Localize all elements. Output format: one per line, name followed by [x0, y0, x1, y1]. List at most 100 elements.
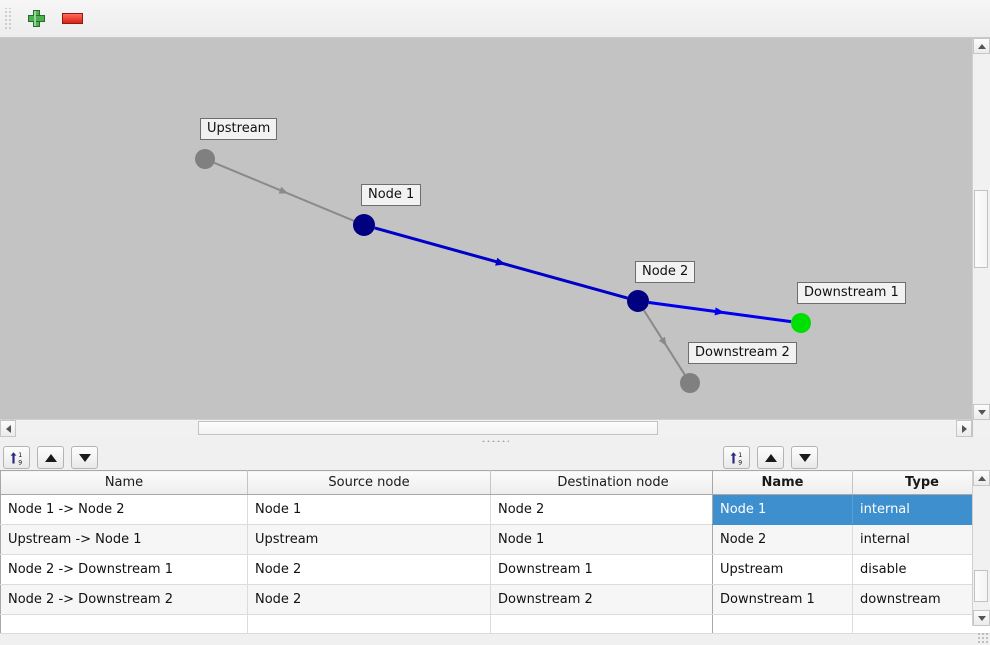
table-cell[interactable]: Node 1 -> Node 2 [0, 494, 248, 525]
table-cell[interactable]: internal [852, 524, 990, 555]
edge-arrowhead [714, 307, 725, 316]
horizontal-splitter[interactable] [0, 437, 990, 444]
chevron-left-icon [5, 424, 11, 433]
node-label-node2[interactable]: Node 2 [635, 261, 696, 283]
table-cell[interactable]: Node 2 [247, 584, 491, 615]
canvas-vertical-scrollbar[interactable] [972, 38, 990, 420]
edges-move-up-button[interactable] [37, 446, 64, 469]
graph-node-downstream2[interactable] [680, 373, 700, 393]
chevron-up-icon [977, 475, 986, 481]
table-cell[interactable]: Node 2 [712, 524, 853, 555]
canvas-vscroll-thumb[interactable] [974, 190, 988, 268]
canvas-horizontal-scrollbar[interactable] [0, 419, 972, 437]
table-cell[interactable]: Node 2 -> Downstream 2 [0, 584, 248, 615]
column-header[interactable]: Name [0, 470, 248, 495]
table-cell[interactable]: disable [852, 554, 990, 585]
table-cell-empty [247, 614, 491, 634]
table-cell[interactable]: Node 2 -> Downstream 1 [0, 554, 248, 585]
table-cell[interactable]: Upstream [712, 554, 853, 585]
edges-sort-button[interactable]: 1 9 [3, 446, 30, 469]
main-toolbar [0, 0, 990, 38]
table-cell[interactable]: Downstream 1 [490, 554, 736, 585]
table-cell[interactable]: Downstream 1 [712, 584, 853, 615]
node-label-downstream1[interactable]: Downstream 1 [797, 282, 906, 304]
table-cell-empty [852, 614, 990, 634]
table-cell[interactable]: Node 2 [490, 494, 736, 525]
table-cell[interactable]: Upstream -> Node 1 [0, 524, 248, 555]
node-label-upstream[interactable]: Upstream [200, 118, 278, 140]
graph-node-upstream[interactable] [195, 149, 215, 169]
add-node-button[interactable] [18, 3, 54, 35]
edges-panel-toolbar: 1 9 [0, 444, 710, 470]
edges-move-down-button[interactable] [71, 446, 98, 469]
table-cell-empty [490, 614, 736, 634]
triangle-up-icon [44, 453, 57, 462]
node-label-node1[interactable]: Node 1 [361, 184, 422, 206]
chevron-down-icon [977, 409, 986, 415]
table-cell[interactable]: Node 1 [490, 524, 736, 555]
table-cell[interactable]: Node 2 [247, 554, 491, 585]
chevron-right-icon [961, 424, 967, 433]
graph-node-downstream1[interactable] [791, 313, 811, 333]
nodes-scroll-up-button[interactable] [973, 470, 990, 486]
svg-text:9: 9 [18, 459, 22, 466]
table-cell[interactable]: internal [852, 494, 990, 525]
table-cell[interactable]: Downstream 2 [490, 584, 736, 615]
edge-arrowhead [278, 186, 289, 194]
graph-node-node1[interactable] [353, 214, 375, 236]
column-header[interactable]: Name [712, 470, 853, 495]
svg-text:1: 1 [738, 452, 742, 459]
edge-arrowhead [495, 257, 506, 266]
table-cell-empty [0, 614, 248, 634]
scroll-up-button[interactable] [973, 38, 990, 54]
column-header[interactable]: Type [852, 470, 990, 495]
sort-ascending-icon: 1 9 [10, 451, 22, 466]
minus-icon [61, 13, 83, 24]
table-cell[interactable]: Node 1 [247, 494, 491, 525]
chevron-up-icon [977, 43, 986, 49]
nodes-vertical-scrollbar[interactable] [972, 470, 990, 626]
nodes-scroll-down-button[interactable] [973, 610, 990, 626]
graph-node-node2[interactable] [627, 290, 649, 312]
scroll-right-button[interactable] [956, 420, 972, 437]
toolbar-drag-handle[interactable] [3, 7, 13, 30]
canvas-hscroll-thumb[interactable] [198, 421, 658, 435]
triangle-down-icon [798, 453, 811, 462]
table-cell[interactable]: downstream [852, 584, 990, 615]
nodes-move-up-button[interactable] [757, 446, 784, 469]
nodes-move-down-button[interactable] [791, 446, 818, 469]
graph-svg [195, 149, 811, 393]
column-header[interactable]: Source node [247, 470, 491, 495]
node-layer [195, 149, 811, 393]
window-resize-grip[interactable] [976, 631, 989, 644]
remove-node-button[interactable] [54, 3, 90, 35]
chevron-down-icon [977, 615, 986, 621]
scroll-left-button[interactable] [0, 420, 16, 437]
table-cell-empty [712, 614, 853, 634]
scroll-down-button[interactable] [973, 404, 990, 420]
nodes-sort-button[interactable]: 1 9 [723, 446, 750, 469]
table-cell[interactable]: Upstream [247, 524, 491, 555]
node-label-downstream2[interactable]: Downstream 2 [688, 342, 797, 364]
scrollbar-corner [973, 420, 990, 437]
column-header[interactable]: Destination node [490, 470, 736, 495]
nodes-vscroll-thumb[interactable] [974, 570, 988, 602]
table-empty-row [712, 614, 990, 634]
table-cell[interactable]: Node 1 [712, 494, 853, 525]
